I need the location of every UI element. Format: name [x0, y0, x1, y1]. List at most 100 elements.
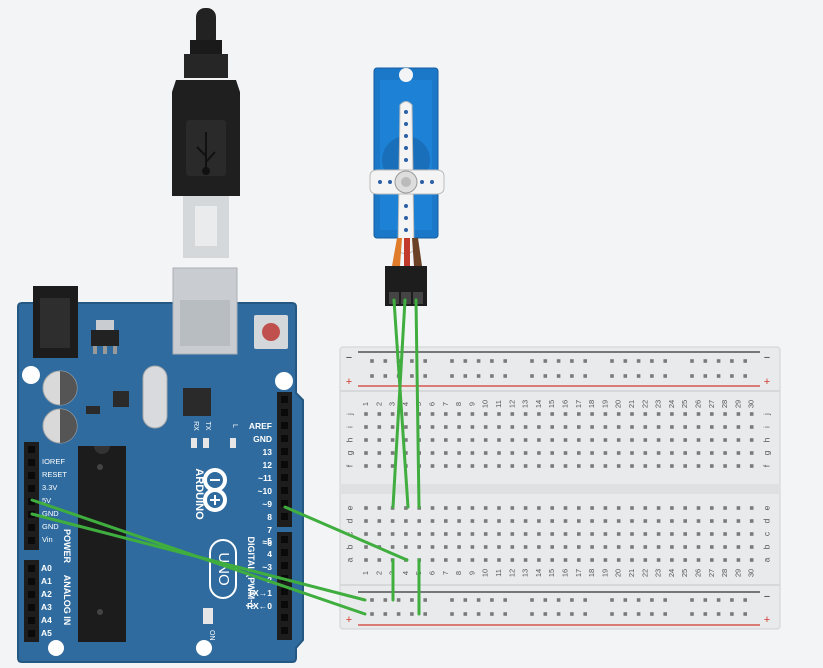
breadboard-hole[interactable]	[577, 506, 581, 510]
pin-hole[interactable]	[28, 630, 35, 637]
breadboard-hole[interactable]	[723, 425, 727, 429]
pin-hole[interactable]	[28, 446, 35, 453]
breadboard-hole[interactable]	[723, 532, 727, 536]
breadboard-hole[interactable]	[550, 438, 554, 442]
breadboard-hole[interactable]	[497, 464, 501, 468]
pin-hole[interactable]	[281, 562, 288, 569]
breadboard-hole[interactable]	[470, 425, 475, 429]
breadboard-hole[interactable]	[563, 464, 568, 468]
breadboard-hole[interactable]	[736, 451, 741, 455]
rail-hole[interactable]	[690, 598, 694, 602]
usb-cable[interactable]	[172, 8, 240, 258]
breadboard-hole[interactable]	[643, 558, 648, 562]
breadboard-hole[interactable]	[457, 545, 461, 549]
breadboard-hole[interactable]	[603, 545, 608, 549]
rail-hole[interactable]	[716, 374, 721, 378]
breadboard-hole[interactable]	[430, 519, 435, 523]
breadboard-hole[interactable]	[510, 545, 515, 549]
breadboard-hole[interactable]	[696, 519, 701, 523]
breadboard-hole[interactable]	[696, 451, 701, 455]
pin-hole[interactable]	[281, 588, 288, 595]
breadboard-hole[interactable]	[736, 506, 741, 510]
rail-hole[interactable]	[743, 374, 747, 378]
rail-hole[interactable]	[423, 612, 427, 616]
breadboard-hole[interactable]	[656, 451, 661, 455]
rail-hole[interactable]	[650, 374, 654, 378]
rail-hole[interactable]	[570, 359, 574, 363]
rail-hole[interactable]	[703, 598, 708, 602]
pin-hole[interactable]	[281, 513, 288, 520]
rail-hole[interactable]	[556, 374, 561, 378]
breadboard-hole[interactable]	[710, 519, 714, 523]
breadboard-hole[interactable]	[710, 545, 714, 549]
breadboard-hole[interactable]	[643, 412, 648, 416]
rail-hole[interactable]	[476, 598, 481, 602]
breadboard-hole[interactable]	[430, 412, 435, 416]
rail-hole[interactable]	[423, 359, 427, 363]
breadboard-hole[interactable]	[643, 519, 648, 523]
breadboard-hole[interactable]	[723, 519, 727, 523]
rail-hole[interactable]	[490, 374, 494, 378]
breadboard-hole[interactable]	[364, 412, 368, 416]
breadboard-hole[interactable]	[377, 506, 382, 510]
breadboard-hole[interactable]	[497, 506, 501, 510]
breadboard-hole[interactable]	[510, 558, 515, 562]
breadboard-hole[interactable]	[377, 532, 382, 536]
breadboard-hole[interactable]	[736, 412, 741, 416]
breadboard-hole[interactable]	[483, 558, 488, 562]
pin-hole[interactable]	[281, 409, 288, 416]
rail-hole[interactable]	[556, 598, 561, 602]
pin-hole[interactable]	[281, 614, 288, 621]
breadboard-hole[interactable]	[616, 545, 621, 549]
breadboard-hole[interactable]	[510, 519, 515, 523]
rail-hole[interactable]	[383, 374, 388, 378]
pin-hole[interactable]	[28, 537, 35, 544]
rail-hole[interactable]	[530, 359, 534, 363]
rail-hole[interactable]	[530, 612, 534, 616]
rail-hole[interactable]	[650, 612, 654, 616]
breadboard-hole[interactable]	[444, 464, 448, 468]
rail-hole[interactable]	[663, 359, 667, 363]
breadboard-hole[interactable]	[683, 438, 687, 442]
rail-hole[interactable]	[543, 612, 548, 616]
pin-hole[interactable]	[281, 422, 288, 429]
breadboard-hole[interactable]	[470, 558, 475, 562]
breadboard-hole[interactable]	[550, 412, 554, 416]
breadboard-hole[interactable]	[603, 451, 608, 455]
breadboard-hole[interactable]	[523, 519, 528, 523]
breadboard-hole[interactable]	[390, 412, 395, 416]
breadboard-hole[interactable]	[630, 425, 634, 429]
rail-hole[interactable]	[623, 598, 628, 602]
rail-hole[interactable]	[690, 359, 694, 363]
pin-hole[interactable]	[281, 549, 288, 556]
breadboard-hole[interactable]	[523, 545, 528, 549]
breadboard-hole[interactable]	[710, 438, 714, 442]
breadboard-hole[interactable]	[364, 545, 368, 549]
breadboard-hole[interactable]	[510, 438, 515, 442]
rail-hole[interactable]	[530, 598, 534, 602]
breadboard-hole[interactable]	[457, 532, 461, 536]
rail-hole[interactable]	[623, 374, 628, 378]
pin-hole[interactable]	[28, 472, 35, 479]
rail-hole[interactable]	[663, 374, 667, 378]
breadboard-hole[interactable]	[603, 412, 608, 416]
breadboard-hole[interactable]	[656, 519, 661, 523]
pin-hole[interactable]	[281, 474, 288, 481]
wire-servo-power[interactable]	[391, 298, 407, 509]
breadboard-hole[interactable]	[444, 558, 448, 562]
breadboard-hole[interactable]	[723, 438, 727, 442]
breadboard-hole[interactable]	[417, 412, 421, 416]
breadboard-hole[interactable]	[683, 506, 687, 510]
breadboard-hole[interactable]	[723, 464, 727, 468]
pin-hole[interactable]	[28, 604, 35, 611]
breadboard-hole[interactable]	[497, 558, 501, 562]
breadboard-hole[interactable]	[523, 451, 528, 455]
rail-hole[interactable]	[583, 598, 587, 602]
pin-hole[interactable]	[28, 565, 35, 572]
rail-hole[interactable]	[730, 598, 734, 602]
breadboard-hole[interactable]	[550, 558, 554, 562]
rail-hole[interactable]	[383, 359, 388, 363]
rail-hole[interactable]	[490, 612, 494, 616]
breadboard-hole[interactable]	[563, 558, 568, 562]
rail-hole[interactable]	[570, 598, 574, 602]
